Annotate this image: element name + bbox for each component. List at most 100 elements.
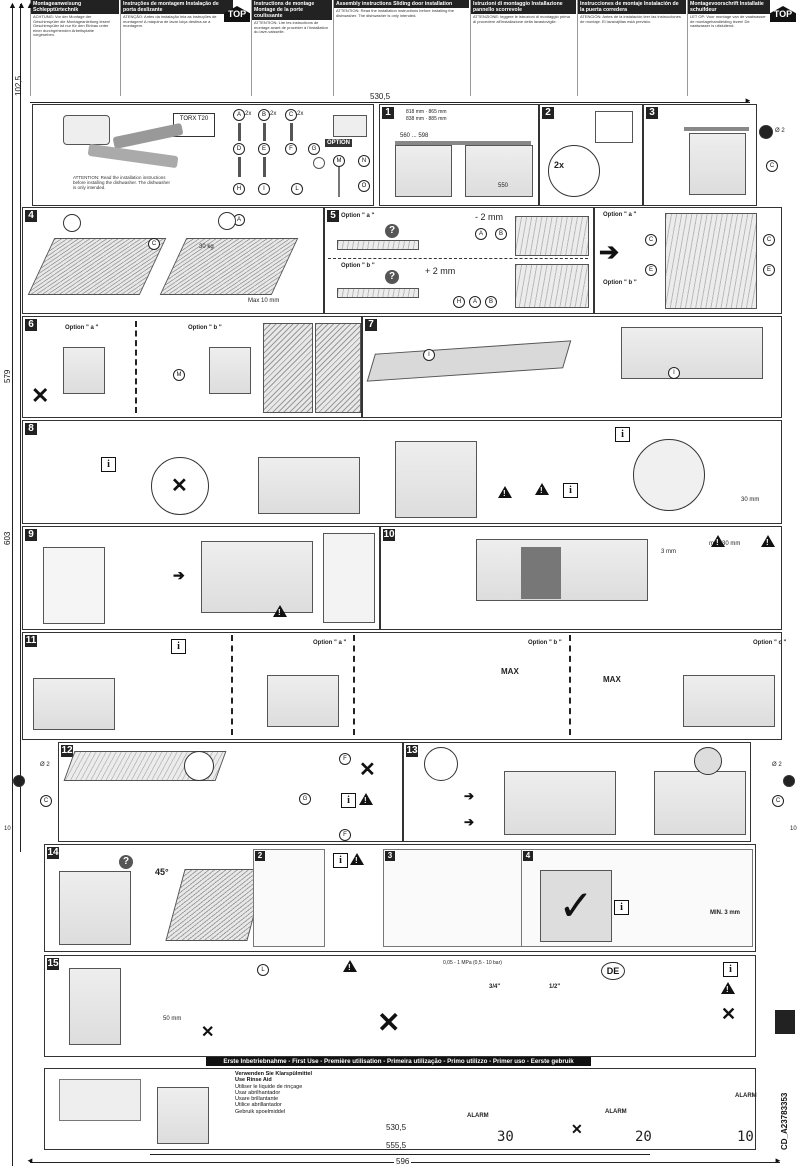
cabinet-section	[263, 323, 313, 413]
dim-102-5: 102,5	[14, 75, 23, 96]
cabinet-section	[315, 323, 361, 413]
top-badge: TOP	[224, 6, 250, 22]
dim-line-530	[150, 1154, 650, 1155]
sub-step-number: 4	[523, 851, 533, 861]
dishwasher-open	[258, 457, 360, 514]
step-14-2: 2	[253, 849, 325, 947]
part-letter-d: D	[233, 143, 245, 155]
header-col-title: Instruções de montagem Instalação de por…	[121, 0, 233, 14]
detail-zoom-circle	[424, 747, 458, 781]
plinth-b	[337, 288, 419, 298]
count-2x: 2x	[554, 160, 565, 170]
min-3mm: MIN. 3 mm	[710, 910, 741, 916]
arrow-right-icon: ►	[744, 96, 752, 105]
dim-818: 818 mm · 865 mm	[406, 109, 447, 115]
part-letter-m: M	[333, 155, 345, 167]
arrow-right-icon: ➔	[464, 815, 475, 829]
kitchen-row	[476, 539, 648, 601]
step-number: 5	[327, 210, 339, 222]
divider	[231, 635, 233, 735]
option-b-label: Option " b "	[188, 325, 222, 331]
option-a-label: Option " a "	[65, 325, 99, 331]
option-a-label: Option " a "	[313, 640, 347, 646]
dishwasher-open	[654, 771, 746, 835]
warning-icon	[359, 793, 373, 805]
question-icon: ?	[385, 224, 399, 238]
header-col-es: Instrucciones de montaje Instalación de …	[577, 0, 686, 96]
rinse-aid-de: Verwenden Sie Klarspülmittel	[235, 1071, 313, 1077]
step-9-panel: 9 ➔	[22, 526, 380, 630]
header-col-title: Istruzioni di montaggio Installazione pa…	[471, 0, 576, 14]
dim-555-5: 555,5	[386, 1141, 407, 1150]
thread-34: 3/4"	[489, 984, 501, 990]
step-number: 14	[47, 847, 59, 859]
step-1-panel: 1 818 mm · 865 mm 838 mm · 885 mm 560 ..…	[379, 104, 539, 206]
hose-diagram	[43, 547, 105, 624]
dim-kg: 30 kg	[199, 244, 214, 250]
header-col-text: ATENCIÓN: Antes de la instalación leer l…	[580, 14, 682, 24]
worktop	[395, 141, 531, 145]
step-number: 10	[383, 529, 395, 541]
thread-12: 1/2"	[549, 984, 561, 990]
sub-step-number: 2	[255, 851, 265, 861]
divider	[328, 258, 588, 259]
screw-hole-icon	[13, 775, 25, 787]
rinse-aid-it: Usare brillantante	[235, 1096, 279, 1103]
left-dimension-line-inner	[20, 4, 21, 852]
step-15-panel: 15 50 mm ✕ L 0,05 - 1 MPa (0,5 - 10 bar)…	[44, 955, 756, 1057]
info-icon: i	[614, 900, 629, 915]
part-letter-f: F	[339, 829, 351, 841]
divider	[353, 635, 355, 735]
part-letter-e: E	[763, 264, 775, 276]
step-14-4: 4 ✓ i MIN. 3 mm	[521, 849, 753, 947]
door-panel-grain	[665, 213, 757, 309]
step-6-panel: 6 Option " a " Option " b " ✕ ✕ M M M	[22, 316, 362, 418]
header-col-title: Montagevoorschrift Installatie schuifdeu…	[688, 0, 770, 14]
side-o2-label: Ø 2	[772, 762, 782, 768]
step-5-options-panel: ➔ Option " a " Option " b " C E C E	[594, 207, 782, 314]
part-letter-e: E	[258, 143, 270, 155]
warning-icon	[761, 535, 775, 547]
part-letter-l: L	[257, 964, 269, 976]
washer-icon	[313, 157, 325, 169]
header-col-title: Instructions de montage Montage de la po…	[252, 0, 332, 20]
dim-minus-2: - 2 mm	[475, 212, 503, 222]
wood-grain-panel	[515, 264, 589, 308]
arrow-right-icon: ➔	[464, 789, 475, 803]
step-number: 2	[542, 107, 554, 119]
part-letter-a: A	[475, 228, 487, 240]
dishwasher-front	[267, 675, 339, 727]
part-letter-f: F	[285, 143, 297, 155]
part-letter-b: B	[485, 296, 497, 308]
screwdriver-icon	[112, 122, 184, 150]
door-panel	[521, 547, 561, 599]
header-col-title: Instrucciones de montaje Instalación de …	[578, 0, 686, 14]
info-icon: i	[723, 962, 738, 977]
kitchen-row	[504, 771, 616, 835]
cabinet-right	[465, 145, 533, 197]
tools-icon	[87, 143, 179, 169]
arrow-left-icon: ◄	[26, 1156, 34, 1165]
step-2-panel: 2 2x	[539, 104, 643, 206]
header-col-pt: Instruções de montagem Instalação de por…	[120, 0, 233, 96]
step-number: 1	[382, 107, 394, 119]
cross-icon: ✕	[359, 759, 376, 781]
header-col-de: Montageanweisung Schlepptürtechnik ACHTU…	[30, 0, 119, 96]
parts-panel: TORX T20 ATTENTION: Read the installatio…	[32, 104, 374, 206]
warning-icon	[721, 982, 735, 994]
step-14-panel: 14 ? 45° 2 i 3 4 ✓ i MIN. 3 mm	[44, 844, 756, 952]
header-col-title: Assembly instructions Sliding door insta…	[334, 0, 469, 8]
document-ref: CD_A23783353	[780, 1092, 789, 1150]
option-a-label: Option " a "	[341, 213, 375, 219]
step-number: 3	[646, 107, 658, 119]
detail-zoom-circle	[184, 751, 214, 781]
dim-560-598: 560 ... 598	[400, 133, 429, 139]
de-badge: DE	[601, 962, 625, 980]
dim-530-5-top: 530,5	[370, 92, 391, 101]
info-icon: i	[101, 457, 116, 472]
option-label: OPTION	[325, 139, 353, 147]
part-letter-i: I	[668, 367, 680, 379]
option-b-label: Option " b "	[603, 280, 637, 286]
arrow-up-icon: ▲▲▲	[8, 0, 35, 10]
header-col-fr: Instructions de montage Montage de la po…	[251, 0, 332, 96]
